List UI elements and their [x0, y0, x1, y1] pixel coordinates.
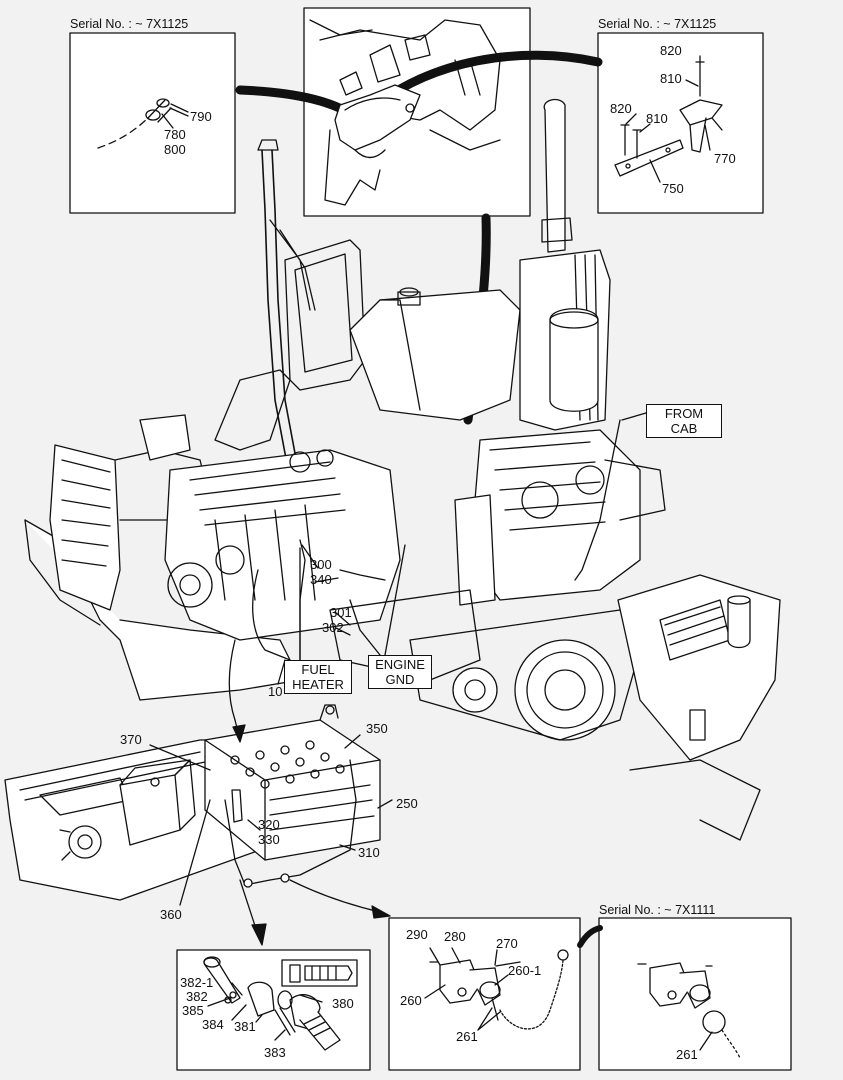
part-label: 380	[332, 996, 354, 1011]
part-label: 360	[160, 907, 182, 922]
part-label: 810	[646, 111, 668, 126]
part-label: 260	[400, 993, 422, 1008]
part-label: 10	[268, 684, 283, 699]
callout-fuel-heater-line2: HEATER	[292, 677, 344, 692]
hub-right	[514, 639, 616, 741]
part-label: 340	[310, 572, 332, 587]
callout-from-cab-text: FROM CAB	[664, 406, 704, 436]
serial-label-bottom-right: Serial No. : ~ 7X1111	[599, 903, 716, 917]
part-label: 280	[444, 929, 466, 944]
inset-frame-top-left	[69, 32, 236, 214]
hub-left	[452, 667, 498, 713]
part-label: 820	[660, 43, 682, 58]
part-label: 385	[182, 1003, 204, 1018]
part-label: 290	[406, 927, 428, 942]
exhaust-stack	[543, 98, 566, 253]
part-label: 790	[190, 109, 212, 124]
connector-band-bottom	[577, 925, 603, 948]
serial-label-top-left: Serial No. : ~ 7X1125	[70, 17, 189, 31]
part-label: 383	[264, 1045, 286, 1060]
serial-label-top-right: Serial No. : ~ 7X1125	[598, 17, 717, 31]
part-label: 770	[714, 151, 736, 166]
inset-frame-top-right	[597, 32, 764, 214]
part-label: 320	[258, 817, 280, 832]
callout-engine-gnd-line2: GND	[385, 672, 415, 687]
part-label: 310	[358, 845, 380, 860]
part-label: 810	[660, 71, 682, 86]
part-label: 350	[366, 721, 388, 736]
part-label: 260-1	[508, 963, 542, 978]
part-label: 820	[610, 101, 632, 116]
part-label: 381	[234, 1019, 256, 1034]
part-label: 261	[456, 1029, 478, 1044]
part-label: 270	[496, 936, 518, 951]
callout-engine-gnd-line1: ENGINE	[375, 657, 425, 672]
callout-fuel-heater-line1: FUEL	[301, 662, 335, 677]
part-label: 300	[310, 557, 332, 572]
part-label: 301	[330, 605, 352, 620]
part-label: 302	[322, 620, 344, 635]
part-label: 800	[164, 142, 186, 157]
callout-from-cab: FROM CAB	[646, 404, 722, 438]
part-label: 750	[662, 181, 684, 196]
part-label: 250	[396, 796, 418, 811]
part-label: 780	[164, 127, 186, 142]
part-label: 370	[120, 732, 142, 747]
part-label: 330	[258, 832, 280, 847]
part-label: 384	[202, 1017, 224, 1032]
part-label: 261	[676, 1047, 698, 1062]
part-label: 382	[186, 989, 208, 1004]
transmission	[469, 429, 641, 601]
part-label: 382-1	[180, 975, 214, 990]
